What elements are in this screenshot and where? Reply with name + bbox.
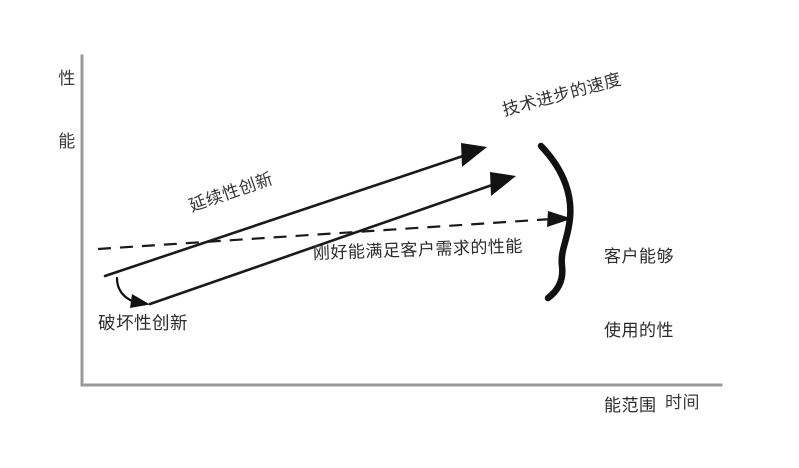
disruptive-innovation-line — [148, 182, 497, 306]
label-customer-usable-range-line-2: 使用的性 — [604, 321, 674, 342]
disruptive-innovation-arrowhead — [490, 172, 516, 196]
label-customer-usable-range-line-3: 能范围 — [604, 395, 657, 416]
y-axis-label-char-2: 能 — [58, 132, 76, 153]
sustaining-innovation-line — [103, 153, 468, 278]
sustaining-innovation-arrowhead — [461, 143, 487, 167]
label-customer-usable-range-line-1: 客户能够 — [604, 246, 674, 267]
y-axis-label: 性 能 — [56, 26, 78, 196]
label-customer-usable-range: 客户能够 使用的性 能范围 — [604, 195, 674, 468]
diagram-svg — [80, 54, 723, 387]
y-axis-label-char-1: 性 — [58, 68, 76, 89]
customer-need-dashed-line — [97, 217, 553, 251]
diagram-canvas: 性 能 时间 技术进步的速度 延续性创新 破坏性创新 刚好能满足客户需求的性能 … — [56, 26, 723, 416]
label-disruptive-innovation: 破坏性创新 — [98, 314, 188, 334]
x-axis-label: 时间 — [665, 393, 700, 413]
disruptive-pointer-arrowhead — [130, 294, 150, 308]
customer-need-arrowhead — [547, 211, 572, 227]
usable-range-brace — [537, 142, 574, 302]
